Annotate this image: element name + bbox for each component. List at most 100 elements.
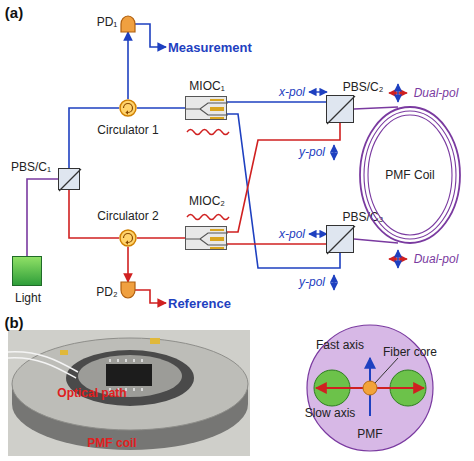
polarization-arrow	[397, 250, 398, 268]
shape-outline	[119, 99, 137, 117]
output-arrow	[135, 24, 166, 47]
gyro-photo	[8, 330, 250, 456]
text-label: Dual-pol	[414, 87, 459, 99]
photo-background	[8, 330, 250, 456]
fiber-link	[137, 237, 185, 239]
node-label: MIOC₁	[189, 80, 224, 92]
fiber-link	[69, 108, 119, 168]
shape-outline	[59, 169, 81, 191]
fiber-lead	[8, 358, 76, 378]
node-label: PMF Coil	[385, 169, 434, 181]
fiber-link	[354, 107, 398, 109]
circulator-arrow-head	[125, 110, 128, 114]
modulation-wave	[187, 130, 229, 135]
detector-body	[121, 282, 135, 298]
modulator-chip: MIOC₂	[185, 226, 227, 250]
circulator: Circulator 2	[119, 229, 137, 247]
beam-splitter: PBS/C₃	[326, 225, 354, 253]
shape-outline	[186, 227, 228, 251]
fiber-link	[227, 123, 340, 232]
splitter-diagonal	[59, 169, 81, 191]
fiber-core	[363, 381, 377, 395]
shape-outline	[121, 282, 135, 298]
text-label: Reference	[168, 297, 231, 310]
fiber-coil: PMF Coil	[360, 107, 460, 243]
shape-outline	[186, 97, 228, 121]
node-label: PD₂	[96, 286, 117, 298]
electrode	[210, 237, 224, 241]
circulator: Circulator 1	[119, 99, 137, 117]
light-source: Light	[12, 256, 42, 286]
text-label: (a)	[5, 5, 23, 20]
fiber-link	[27, 179, 58, 256]
circulator-body	[120, 230, 136, 246]
output-arrow	[135, 290, 166, 303]
detector-body	[121, 16, 135, 32]
node-label: PBS/C₁	[11, 161, 51, 173]
chip	[106, 364, 152, 386]
node-label: Circulator 1	[97, 124, 158, 136]
text-label: y-pol	[299, 146, 325, 158]
electrode	[210, 247, 224, 249]
modulator-chip: MIOC₁	[185, 96, 227, 120]
electrode	[210, 99, 224, 101]
waveguide	[186, 103, 228, 115]
text-label: Optical path	[57, 387, 126, 399]
node-label: PBS/C₂	[343, 81, 384, 93]
text-label: x-pol	[279, 86, 305, 98]
tape	[150, 338, 160, 344]
electrode	[210, 107, 224, 111]
text-label: (b)	[4, 315, 23, 330]
fiber-link	[127, 32, 129, 99]
fiber-link	[354, 239, 398, 243]
node-label: MIOC₂	[189, 195, 225, 207]
beam-splitter: PBS/C₁	[58, 168, 80, 190]
text-label: PMF coil	[87, 437, 136, 449]
shape-outline	[121, 16, 135, 32]
fiber-cross-section: Fast axisFiber coreSlow axisPMF	[306, 324, 434, 452]
polarization-arrow	[333, 145, 334, 160]
tape	[60, 350, 68, 355]
photodetector: PD₁	[121, 16, 135, 32]
text-label: x-pol	[279, 228, 305, 240]
coil-winding	[360, 107, 460, 243]
polarization-arrow	[309, 233, 327, 234]
node-label: Fiber core	[383, 346, 437, 358]
waveguide	[186, 233, 228, 245]
fiber-link	[227, 243, 326, 245]
shape-outline	[13, 257, 43, 287]
coil-winding	[368, 115, 452, 235]
text-label: Measurement	[168, 41, 252, 54]
node-label: Circulator 2	[97, 210, 158, 222]
fiber-link	[137, 107, 185, 109]
electrode	[210, 117, 224, 119]
polarization-arrow	[333, 275, 334, 290]
node-label: Slow axis	[305, 407, 356, 419]
text-label: Dual-pol	[414, 253, 459, 265]
photodetector: PD₂	[121, 282, 135, 298]
fiber-link	[127, 247, 129, 282]
splitter-diagonal	[327, 226, 355, 254]
node-label: Light	[15, 292, 41, 304]
circulator-body	[120, 100, 136, 116]
coil-housing-top	[12, 338, 248, 430]
node-label: PMF	[357, 428, 382, 440]
modulation-wave	[187, 215, 229, 220]
polarization-arrow	[397, 84, 398, 102]
node-label: PD₁	[97, 16, 118, 28]
text-label: y-pol	[299, 276, 325, 288]
leader-line	[375, 358, 398, 383]
fiber-cladding	[307, 325, 433, 451]
shape-outline	[327, 226, 355, 254]
coil-winding	[364, 111, 456, 239]
node-label: Fast axis	[316, 339, 364, 351]
splitter-diagonal	[327, 96, 355, 124]
beam-splitter: PBS/C₂	[326, 95, 354, 123]
fiber-link	[227, 114, 340, 268]
shape-outline	[119, 229, 137, 247]
polarization-arrow	[309, 91, 327, 92]
electrode	[210, 229, 224, 231]
fiber-link	[227, 101, 326, 103]
circulator-arrow-head	[125, 240, 128, 244]
